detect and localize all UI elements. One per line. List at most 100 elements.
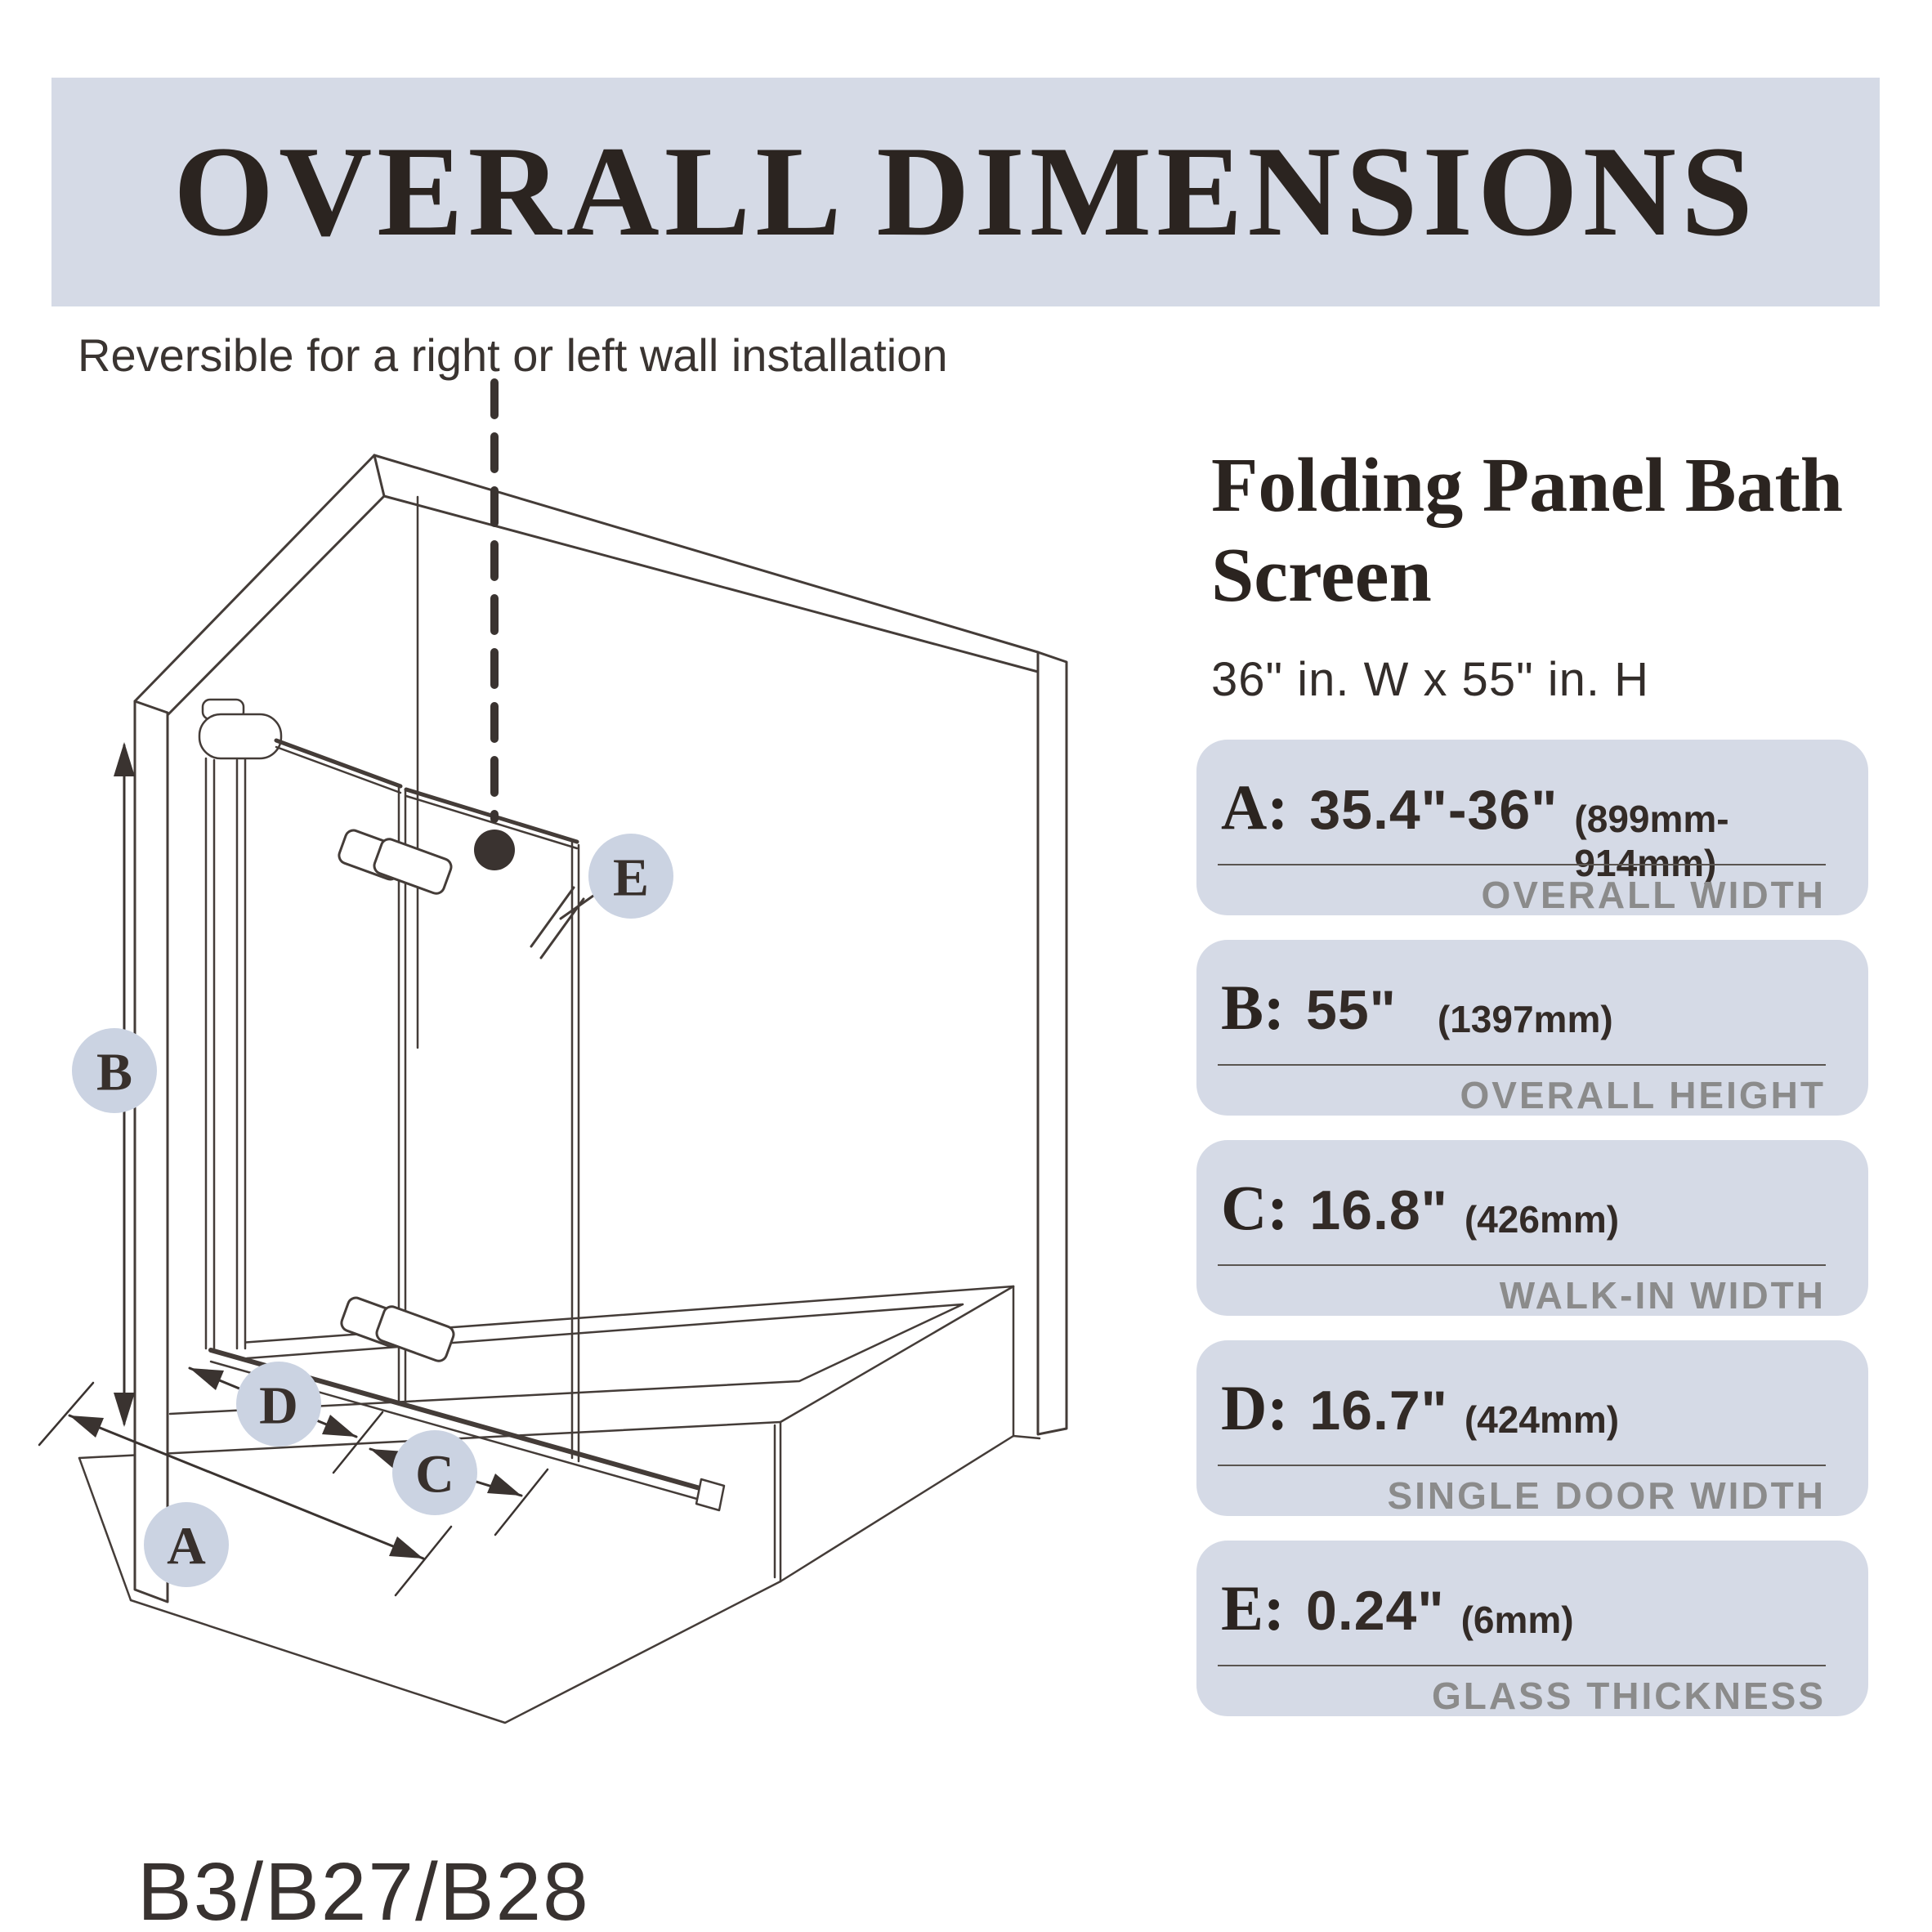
banner: OVERALL DIMENSIONS [51,78,1880,306]
spec-row: B: 55" (1397mm) [1221,971,1613,1044]
spec-key: E: [1221,1572,1285,1644]
wall-top-outer-edge [373,454,1040,654]
spec-metric: (1397mm) [1437,998,1613,1040]
tub-bottom-edge [129,1580,782,1724]
product-title: Folding Panel Bath Screen [1211,441,1930,621]
wall-left-end-cap [133,700,169,1603]
glass-thickness-indicator [530,886,595,959]
spec-key: A: [1221,771,1289,843]
spec-value: 16.7" [1309,1380,1448,1442]
dimension-badges: B A D C E [72,834,673,1587]
wall-profile-lines [204,757,247,1350]
arrowhead-b-bottom [114,1393,135,1427]
wall-outline [133,454,1068,1603]
badge-b-label: B [96,1043,132,1102]
spec-value: 55" [1306,979,1397,1041]
spec-box-single-door-width: D: 16.7" (424mm) SINGLE DOOR WIDTH [1196,1340,1868,1517]
lower-hinge-right-plate [375,1305,455,1362]
spec-label: OVERALL HEIGHT [1460,1074,1826,1116]
spec-label: WALK-IN WIDTH [1499,1274,1826,1317]
spec-label: SINGLE DOOR WIDTH [1387,1474,1826,1517]
spec-divider [1218,864,1826,865]
badge-c-label: C [415,1445,454,1505]
product-title-line1: Folding Panel Bath [1211,443,1844,528]
spec-row: E: 0.24" (6mm) [1221,1572,1574,1645]
spec-divider [1218,1264,1826,1266]
spec-box-glass-thickness: E: 0.24" (6mm) GLASS THICKNESS [1196,1541,1868,1717]
rail-end-foot [695,1478,726,1512]
page-title: OVERALL DIMENSIONS [173,120,1758,263]
spec-metric: (6mm) [1460,1599,1574,1641]
product-size: 36" in. W x 55" in. H [1211,653,1650,706]
spec-divider [1218,1064,1826,1066]
spec-divider [1218,1465,1826,1466]
reversible-axis [474,378,515,870]
spec-divider [1218,1665,1826,1666]
wall-right-end-cap [1036,651,1068,1436]
tub-end-bottom-edge [779,1434,1015,1583]
arrowhead-a-right [389,1536,423,1559]
badge-e-label: E [613,848,649,908]
badge-b-circle [72,1028,157,1113]
tub-left-edge [78,1456,132,1602]
spec-value: 35.4"-36" [1309,779,1559,841]
tub-end-rim [779,1285,1015,1424]
ext-tick-a-left [38,1381,95,1447]
spec-box-walk-in-width: C: 16.8" (426mm) WALK-IN WIDTH [1196,1140,1868,1317]
badge-e-circle [588,834,673,919]
wall-apex-edge [373,454,386,498]
spec-key: D: [1221,1372,1289,1443]
spec-value: 16.8" [1309,1179,1448,1241]
wall-left-inner-edge [166,494,386,717]
badge-a-label: A [167,1517,206,1576]
spec-key: B: [1221,972,1285,1043]
panel1-top-edge-inner [275,745,402,794]
spec-metric: (899mm-914mm) [1574,798,1729,884]
ext-tick-c-right [494,1468,549,1536]
reversible-note: Reversible for a right or left wall inst… [78,329,948,381]
wall-profile [198,698,283,1350]
tub-back-rim [205,1285,1015,1347]
model-codes: B3/B27/B28 [137,1846,590,1932]
pivot-dot [474,830,515,870]
spec-box-overall-width: A: 35.4"-36" (899mm-914mm) OVERALL WIDTH [1196,740,1868,916]
spec-metric: (424mm) [1464,1398,1620,1441]
spec-label: OVERALL WIDTH [1481,874,1826,916]
badge-a-circle [144,1502,229,1587]
glass-panels [274,738,580,1463]
fold-seam [397,785,407,1406]
profile-top-cap [198,713,283,760]
product-title-line2: Screen [1211,532,1432,618]
panel1-top-edge [274,738,403,789]
spec-label: GLASS THICKNESS [1431,1675,1826,1717]
ext-tick-a-right [394,1525,453,1597]
spec-box-overall-height: B: 55" (1397mm) OVERALL HEIGHT [1196,940,1868,1116]
badge-d-label: D [259,1376,298,1436]
badge-c-circle [392,1430,477,1515]
spec-row: C: 16.8" (426mm) [1221,1171,1619,1245]
arrowhead-d-left [190,1368,224,1390]
arrowhead-b-top [114,742,135,776]
dim-line-a [68,1414,425,1560]
tub-wall-connector [1012,1434,1041,1440]
spec-value: 0.24" [1306,1580,1445,1642]
panel2-right-edge [570,840,580,1463]
wall-profile-body [206,758,245,1348]
spec-metric: (426mm) [1464,1198,1620,1241]
e-pointer-line [559,894,595,920]
spec-key: C: [1221,1172,1289,1243]
panel2-top-edge-inner [405,794,579,850]
arrowhead-c-right [487,1474,521,1496]
ext-tick-dc [332,1411,384,1474]
arrowhead-d-right [322,1415,356,1437]
wall-top-inner-edge [382,494,1040,673]
spec-row: A: 35.4"-36" (899mm-914mm) [1221,771,1868,884]
upper-hinge-right-plate [373,838,453,895]
badge-d-circle [236,1362,321,1447]
thickness-mark-1 [530,886,575,948]
wall-left-outer-edge [133,454,376,703]
arrowhead-a-left [69,1415,104,1438]
hinges [338,829,455,1362]
